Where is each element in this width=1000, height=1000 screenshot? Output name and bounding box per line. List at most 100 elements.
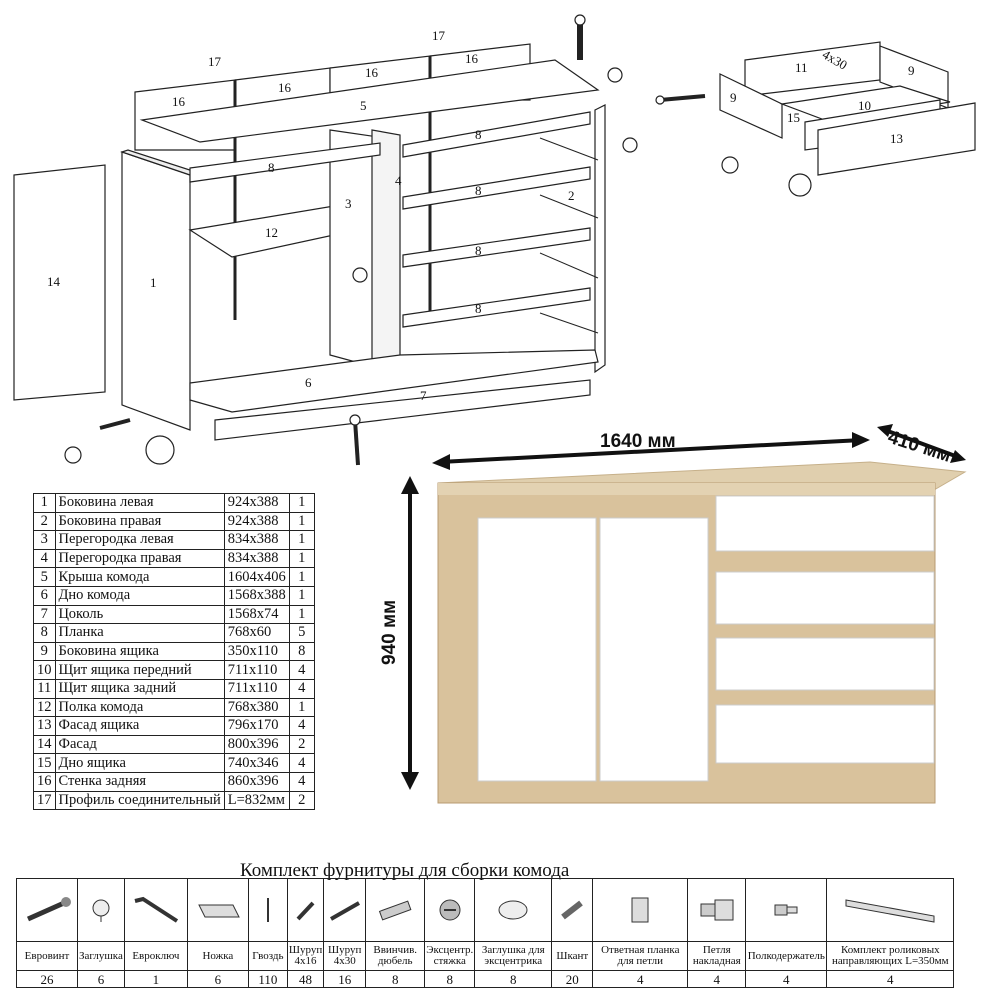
part-name: Боковина правая (54, 511, 225, 532)
part-name: Фасад (54, 734, 225, 755)
bottom-panel (189, 349, 599, 413)
part-qty: 8 (288, 641, 315, 662)
part-name: Дно ящика (54, 753, 225, 773)
hardware-name: Шкант (551, 941, 594, 971)
part-name: Стенка задняя (54, 771, 225, 792)
callout: 6 (305, 375, 312, 390)
hardware-qty: 26 (16, 970, 78, 988)
part-n: 12 (33, 697, 56, 718)
hardware-name: Комплект роликовых направляющих L=350мм (826, 941, 955, 971)
hardware-name: Шуруп 4x16 (286, 941, 325, 971)
callout: 8 (268, 160, 275, 175)
cam-cap-icon (474, 878, 553, 942)
cam-lock-icon (424, 878, 476, 942)
part-size: 800x396 (223, 734, 290, 755)
part-size: 711x110 (223, 660, 290, 680)
part-name: Планка (54, 623, 225, 643)
part-size: 768x380 (223, 697, 290, 718)
part-qty: 4 (288, 771, 315, 792)
hardware-name: Ответная планка для петли (592, 941, 689, 971)
part-size: L=832мм (223, 790, 290, 811)
part-n: 5 (33, 567, 56, 587)
part-size: 924x388 (223, 493, 290, 513)
nail-icon (247, 878, 288, 942)
dowel-screw-icon (365, 878, 426, 942)
hardware-qty: 1 (123, 970, 188, 988)
callout: 5 (360, 98, 367, 113)
callout: 13 (890, 131, 903, 146)
assembly-diagram: 1 2 3 4 5 6 7 8 8 8 8 8 9 9 10 11 12 13 … (13, 14, 976, 804)
leg-icon (186, 878, 249, 942)
part-n: 11 (33, 678, 56, 699)
product-render (437, 461, 967, 804)
drawer-slide-icon (826, 878, 955, 942)
part-n: 10 (33, 660, 56, 680)
part-size: 711x110 (223, 678, 290, 699)
hardware-name: Ножка (186, 941, 249, 971)
part-n: 1 (33, 493, 56, 513)
callout: 16 (465, 51, 479, 66)
callout: 11 (795, 60, 808, 75)
part-n: 8 (33, 623, 56, 643)
part-size: 834x388 (223, 548, 290, 569)
part-qty: 1 (288, 585, 315, 606)
callout: 14 (47, 274, 61, 289)
dimension-arrows (401, 424, 966, 790)
callout: 3 (345, 196, 352, 211)
part-n: 13 (33, 716, 56, 736)
shelf-support-icon (745, 878, 828, 942)
callout: 17 (432, 28, 446, 43)
part-size: 1568x388 (223, 585, 290, 606)
part-name: Перегородка правая (54, 548, 225, 569)
hardware-qty: 16 (323, 970, 367, 988)
hardware-qty: 4 (592, 970, 689, 988)
callout: 10 (858, 98, 871, 113)
hardware-name: Заглушка (77, 941, 125, 971)
part-qty: 5 (288, 623, 315, 643)
hex-key-icon (123, 878, 188, 942)
part-qty: 4 (288, 716, 315, 736)
partition-right (371, 129, 401, 373)
hinge-plate-icon (592, 878, 689, 942)
euro-screw-icon (16, 878, 78, 942)
part-qty: 4 (288, 660, 315, 680)
drawer-facade (817, 102, 976, 176)
hardware-qty: 4 (745, 970, 828, 988)
door-facade (13, 164, 106, 401)
part-name: Дно комода (54, 585, 225, 606)
callout: 15 (787, 110, 800, 125)
part-n: 2 (33, 511, 56, 532)
screw-short-icon (286, 878, 325, 942)
part-name: Боковина ящика (54, 641, 225, 662)
part-qty: 4 (288, 753, 315, 773)
part-size: 768x60 (223, 623, 290, 643)
part-qty: 1 (288, 511, 315, 532)
hardware-name: Евроключ (123, 941, 188, 971)
hardware-name: Ввинчив. дюбель (365, 941, 426, 971)
depth-dimension: 410 мм (885, 427, 953, 467)
part-name: Щит ящика передний (54, 660, 225, 680)
right-side-panel (594, 104, 606, 374)
roof-panel (139, 59, 600, 143)
drawer-bottom (779, 85, 951, 123)
part-size: 860x396 (223, 771, 290, 792)
cap-icon (77, 878, 125, 942)
screw-long-icon (323, 878, 367, 942)
part-name: Перегородка левая (54, 530, 225, 550)
part-n: 9 (33, 641, 56, 662)
callout: 8 (475, 127, 482, 142)
hardware-name: Петля накладная (687, 941, 747, 971)
part-qty: 1 (288, 530, 315, 550)
